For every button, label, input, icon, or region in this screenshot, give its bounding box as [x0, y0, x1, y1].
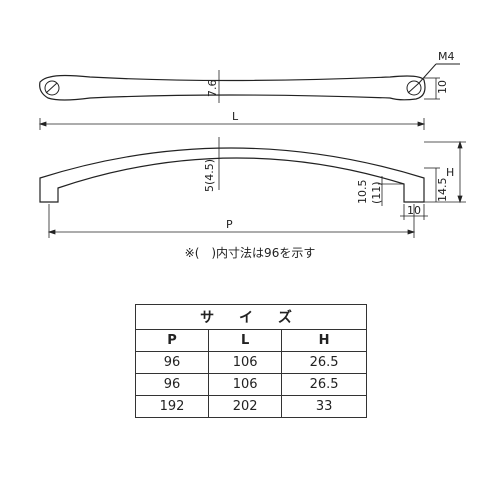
inner-height-alt-label: (11) — [370, 181, 383, 204]
top-height-dimension — [424, 77, 440, 100]
pitch-label: P — [226, 218, 233, 231]
length-label: L — [232, 110, 239, 123]
header-p: P — [134, 329, 210, 352]
cell-h: 26.5 — [281, 373, 367, 396]
inner-height-label: 10.5 — [356, 180, 369, 205]
table-row: 192 202 33 — [134, 395, 367, 418]
screw-hole-right — [406, 80, 422, 96]
side-view — [39, 147, 425, 203]
dimension-note: ※( )内寸法は96を示す — [184, 246, 316, 260]
middle-width-label: 7.6 — [206, 80, 219, 98]
table-row: 96 106 26.5 — [134, 351, 367, 374]
top-view — [39, 74, 426, 101]
total-height-label: H — [446, 166, 454, 179]
cell-p: 96 — [134, 373, 210, 396]
cell-l: 106 — [208, 373, 283, 396]
foot-height-dimension — [424, 167, 440, 202]
length-dimension — [38, 118, 426, 130]
top-height-label: 10 — [436, 80, 449, 94]
cell-l: 202 — [208, 395, 283, 418]
cell-p: 192 — [134, 395, 210, 418]
pitch-dimension — [47, 204, 416, 238]
inner-height-dimension — [378, 176, 404, 206]
size-table: サ イ ズ P L H 96 106 26.5 96 106 26.5 192 … — [134, 304, 367, 418]
header-h: H — [281, 329, 367, 352]
cell-h: 33 — [281, 395, 367, 418]
total-height-dimension — [424, 140, 466, 204]
cell-h: 26.5 — [281, 351, 367, 374]
header-l: L — [208, 329, 283, 352]
foot-height-label: 14.5 — [436, 178, 449, 203]
table-row: 96 106 26.5 — [134, 373, 367, 396]
m4-leader — [418, 63, 437, 84]
cell-p: 96 — [134, 351, 210, 374]
technical-drawing: M4 10 7.6 L 5(4.5) — [38, 50, 466, 238]
thickness-label: 5(4.5) — [203, 159, 216, 192]
m4-label: M4 — [438, 50, 455, 63]
top-view-outline — [39, 74, 426, 101]
screw-hole-left — [44, 80, 60, 96]
side-view-outer — [39, 147, 425, 203]
size-table-title: サ イ ズ — [135, 304, 367, 330]
cell-l: 106 — [208, 351, 283, 374]
